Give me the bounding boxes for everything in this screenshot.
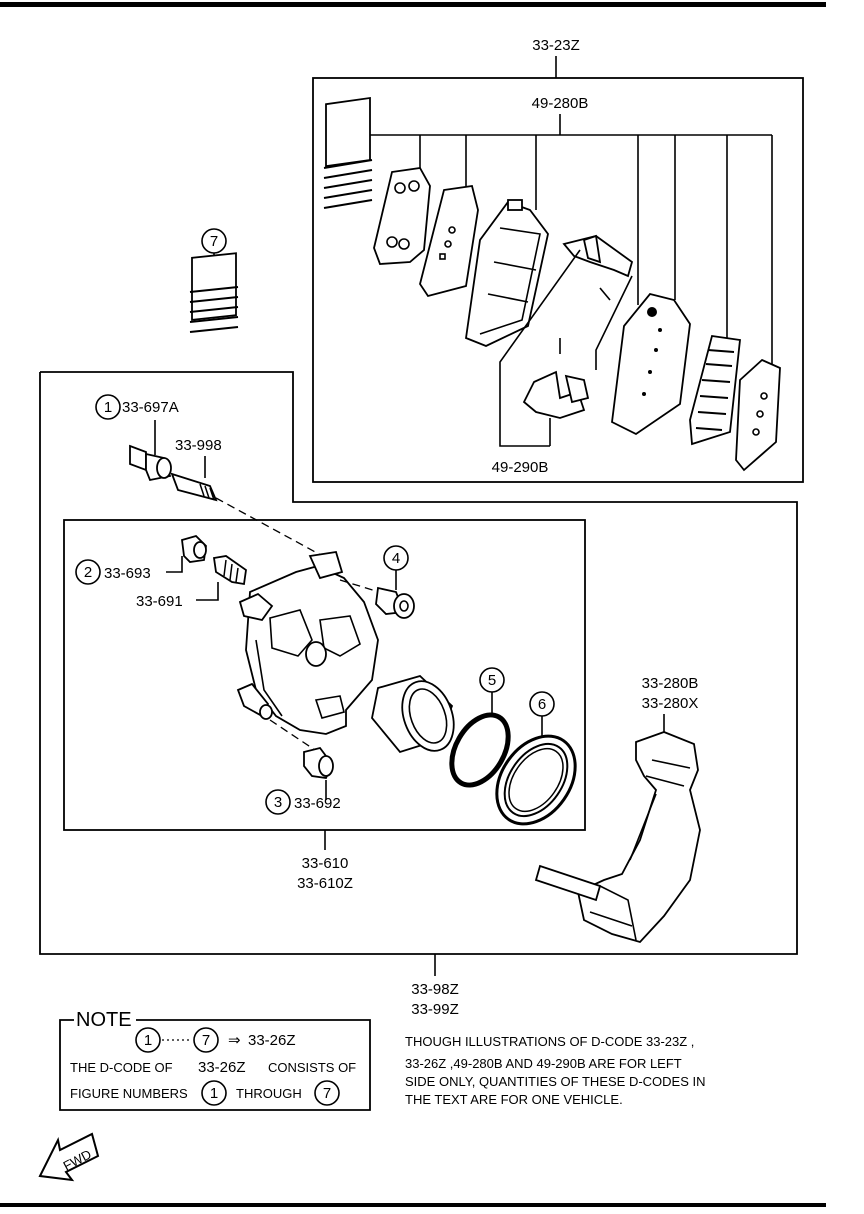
guide-pin-icon — [170, 472, 218, 502]
callout-1: 1 — [104, 399, 112, 416]
outer-brake-pad-icon — [465, 199, 549, 347]
label-bracket-1: 33-280B — [642, 675, 699, 692]
caliper-bolt-icon — [375, 586, 415, 619]
label-caliper-1: 33-610 — [302, 855, 349, 872]
label-assembly-1: 33-98Z — [411, 981, 459, 998]
note-to: 7 — [202, 1032, 210, 1049]
pad-kit-box — [312, 77, 804, 483]
note-line2-code: 33-26Z — [198, 1059, 246, 1076]
side-note: THOUGH ILLUSTRATIONS OF D-CODE 33-23Z , … — [405, 1034, 706, 1107]
note-line2-b: CONSISTS OF — [268, 1060, 356, 1075]
callout-5: 5 — [488, 672, 496, 689]
note-title: NOTE — [76, 1009, 132, 1031]
pad-clip-lower-icon — [522, 370, 590, 419]
callout-7-group: 7 — [189, 228, 239, 333]
piston-seal-icon — [449, 712, 511, 788]
callout-2: 2 — [84, 564, 92, 581]
label-assembly-2: 33-99Z — [411, 1001, 459, 1018]
fwd-arrow-icon: FWD — [38, 1132, 100, 1182]
side-note-line4: THE TEXT ARE FOR ONE VEHICLE. — [405, 1092, 623, 1107]
label-bleeder-screw: 33-691 — [136, 593, 183, 610]
side-note-line3: SIDE ONLY, QUANTITIES OF THESE D-CODES I… — [405, 1074, 706, 1089]
note-arrow: ⇒ — [228, 1032, 241, 1049]
label-guide-pin: 33-998 — [175, 437, 222, 454]
pad-kit-group: 33-23Z 49-280B — [312, 37, 804, 483]
bleeder-screw-icon — [212, 555, 247, 586]
note-line3-a: FIGURE NUMBERS — [70, 1086, 188, 1101]
side-note-line1: THOUGH ILLUSTRATIONS OF D-CODE 33-23Z , — [405, 1034, 694, 1049]
inner-brake-pad-icon — [611, 292, 691, 436]
label-bracket-2: 33-280X — [642, 695, 699, 712]
anti-squeal-shim-icon — [323, 96, 373, 209]
shim-plate-icon — [373, 167, 431, 265]
back-insulator-icon — [735, 358, 781, 472]
pad-insulator-icon — [419, 184, 479, 298]
lock-bushing-icon — [303, 746, 334, 779]
note-line3-from: 1 — [210, 1085, 218, 1102]
label-bleeder-cap: 33-693 — [104, 565, 151, 582]
guide-pin-bushing-icon — [129, 444, 172, 482]
note-code: 33-26Z — [248, 1032, 296, 1049]
callout-4: 4 — [392, 550, 400, 567]
loose-shim-icon — [189, 252, 239, 333]
dust-boot-icon — [495, 734, 577, 826]
label-caliper-2: 33-610Z — [297, 875, 353, 892]
bottom-rule — [0, 1203, 826, 1207]
callout-6: 6 — [538, 696, 546, 713]
note-from: 1 — [144, 1032, 152, 1049]
callout-7: 7 — [210, 233, 218, 250]
inner-shim-icon — [689, 334, 741, 446]
label-pads: 49-280B — [532, 95, 589, 112]
label-shims: 49-290B — [492, 459, 549, 476]
callout-3: 3 — [274, 794, 282, 811]
label-top-kit: 33-23Z — [532, 37, 580, 54]
note-line3-mid: THROUGH — [236, 1086, 302, 1101]
note-line3-to: 7 — [323, 1085, 331, 1102]
caliper-body-icon — [236, 550, 379, 735]
pad-clip-upper-icon — [562, 234, 634, 301]
side-note-line2: 33-26Z ,49-280B AND 49-290B ARE FOR LEFT — [405, 1056, 682, 1071]
label-guide-pin-bushing: 33-697A — [122, 399, 179, 416]
bleeder-cap-icon — [181, 534, 207, 563]
caliper-bracket-icon — [534, 731, 701, 944]
top-rule — [0, 2, 826, 7]
note-line2-a: THE D-CODE OF — [70, 1060, 173, 1075]
piston-icon — [371, 674, 455, 754]
note-box: NOTE 1 7 ⇒ 33-26Z THE D-CODE OF 33-26Z C… — [59, 1009, 371, 1111]
assembly-outline — [39, 371, 798, 955]
label-lock-bushing: 33-692 — [294, 795, 341, 812]
